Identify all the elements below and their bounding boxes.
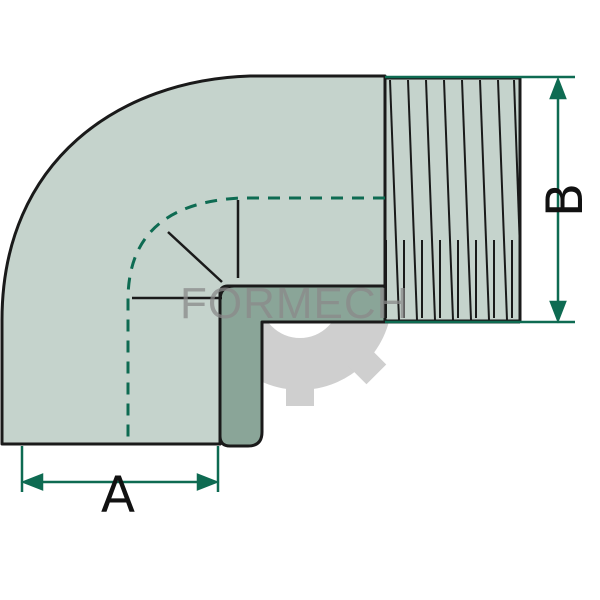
dimension-b-label: B xyxy=(536,183,594,217)
elbow-body xyxy=(0,74,387,446)
dimension-a-label: A xyxy=(101,466,135,524)
watermark-text: FORMECH xyxy=(180,279,409,328)
dimension-a xyxy=(20,446,220,492)
dimension-b xyxy=(385,75,575,324)
construction-lines xyxy=(132,200,240,300)
threaded-section xyxy=(383,76,522,324)
inner-lip xyxy=(218,284,387,448)
hidden-bore-line xyxy=(126,196,385,444)
